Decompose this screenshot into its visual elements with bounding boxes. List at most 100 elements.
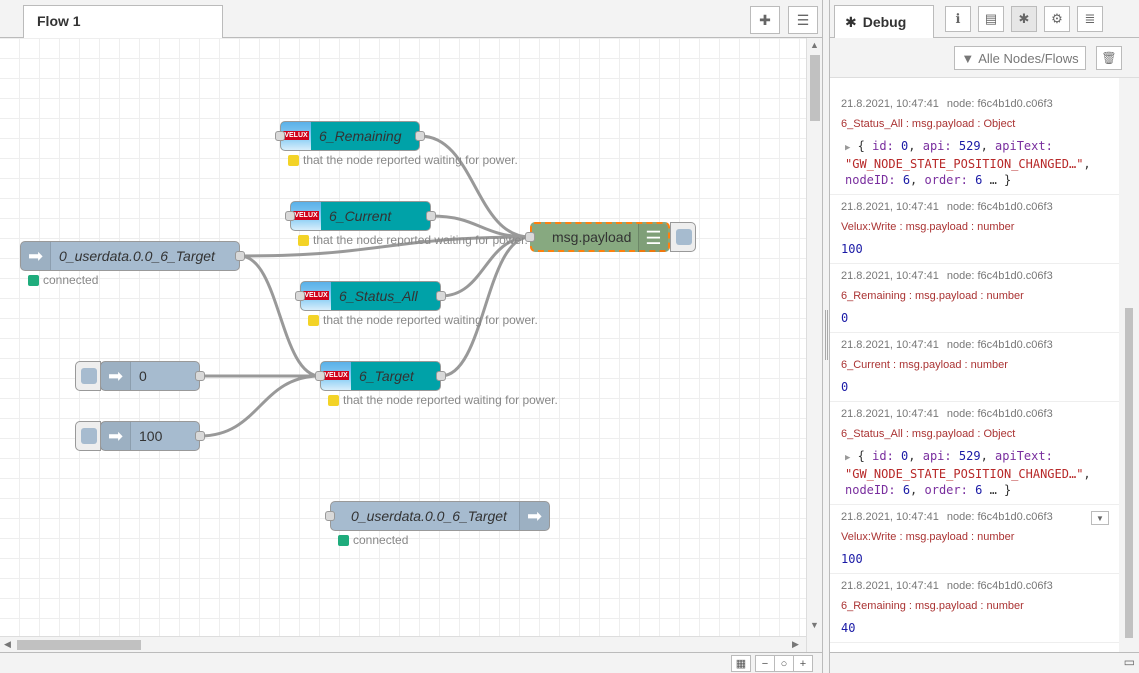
- message-node[interactable]: node: f6c4b1d0.c06f3: [946, 98, 1053, 110]
- message-node[interactable]: node: f6c4b1d0.c06f3: [946, 408, 1053, 420]
- message-node[interactable]: node: f6c4b1d0.c06f3: [946, 511, 1053, 523]
- message-node[interactable]: node: f6c4b1d0.c06f3: [946, 201, 1053, 213]
- zoom-out-button[interactable]: −: [755, 655, 775, 672]
- horizontal-scroll-thumb[interactable]: [17, 640, 141, 650]
- message-topic: 6_Status_All : msg.payload : Object: [841, 118, 1016, 130]
- message-topic: 6_Status_All : msg.payload : Object: [841, 428, 1016, 440]
- velux-tag: VELUX: [283, 131, 309, 140]
- zoom-reset-button[interactable]: ○: [774, 655, 794, 672]
- book-icon: ▤: [984, 11, 998, 26]
- plus-icon: ✚: [759, 11, 771, 28]
- add-flow-button[interactable]: ✚: [750, 6, 780, 34]
- input-port[interactable]: [285, 211, 295, 221]
- navigator-button[interactable]: ▦: [731, 655, 751, 672]
- input-port[interactable]: [275, 131, 285, 141]
- obj-brace: {: [857, 139, 865, 153]
- message-node[interactable]: node: f6c4b1d0.c06f3: [946, 339, 1053, 351]
- wire: [440, 235, 531, 378]
- input-port[interactable]: [295, 291, 305, 301]
- clear-messages-button[interactable]: 🗑: [1096, 46, 1122, 70]
- output-port[interactable]: [426, 211, 436, 221]
- sidebar-separator[interactable]: [822, 0, 830, 673]
- iobroker-out-node[interactable]: 0_userdata.0.0_6_Target ➡: [325, 501, 550, 531]
- inject-button-100[interactable]: [75, 421, 101, 451]
- message-time: 21.8.2021, 10:47:41: [841, 201, 939, 213]
- output-port[interactable]: [436, 371, 446, 381]
- scroll-left-icon[interactable]: ◀: [4, 639, 11, 649]
- velux-node-target[interactable]: VELUX 6_Target: [315, 361, 446, 391]
- sidebar-scroll-thumb[interactable]: [1125, 308, 1133, 638]
- message-node[interactable]: node: f6c4b1d0.c06f3: [946, 580, 1053, 592]
- obj-brace: }: [1004, 173, 1012, 187]
- monitor-icon[interactable]: ▭: [1123, 655, 1135, 669]
- message-time: 21.8.2021, 10:47:41: [841, 98, 939, 110]
- message-object[interactable]: ▶ { id: 0, api: 529, apiText: "GW_NODE_S…: [845, 449, 1091, 497]
- message-node[interactable]: node: f6c4b1d0.c06f3: [946, 270, 1053, 282]
- obj-value: 0: [901, 139, 909, 153]
- sidebar-scrollbar[interactable]: [1119, 78, 1139, 652]
- scroll-right-icon[interactable]: ▶: [792, 639, 799, 649]
- input-port[interactable]: [315, 371, 325, 381]
- info-tab-button[interactable]: ℹ: [945, 6, 971, 32]
- message-menu-button[interactable]: ▼: [1091, 511, 1109, 525]
- node-status-iobroker-out: connected: [338, 533, 408, 547]
- output-port[interactable]: [235, 251, 245, 261]
- wire: [239, 254, 321, 378]
- output-port[interactable]: [436, 291, 446, 301]
- message-value: 0: [841, 380, 849, 394]
- debug-tab-button[interactable]: ✱: [1011, 6, 1037, 32]
- message-time: 21.8.2021, 10:47:41: [841, 511, 939, 523]
- sidebar-tabs: ✱ Debug ℹ ▤ ✱ ⚙ ≣: [830, 0, 1139, 38]
- velux-node-status-all[interactable]: VELUX 6_Status_All: [295, 281, 446, 311]
- tab-debug[interactable]: ✱ Debug: [834, 5, 934, 38]
- vertical-scroll-thumb[interactable]: [810, 55, 820, 121]
- help-tab-button[interactable]: ▤: [978, 6, 1004, 32]
- scroll-up-icon[interactable]: ▲: [810, 40, 819, 50]
- flow-canvas[interactable]: VELUX 6_Remaining that the node reported…: [0, 38, 806, 636]
- input-port[interactable]: [325, 511, 335, 521]
- obj-key: id:: [872, 449, 894, 463]
- message-value: 0: [841, 311, 849, 325]
- list-icon: ☰: [796, 11, 810, 28]
- arrow-right-icon: ➡: [101, 422, 131, 450]
- flow-list-button[interactable]: ☰: [788, 6, 818, 34]
- iobroker-in-node[interactable]: ➡ 0_userdata.0.0_6_Target: [20, 241, 245, 271]
- plus-icon: +: [799, 657, 807, 670]
- horizontal-scrollbar[interactable]: ◀ ▶: [0, 636, 806, 652]
- output-port[interactable]: [195, 431, 205, 441]
- filter-button[interactable]: ▼ Alle Nodes/Flows: [954, 46, 1086, 70]
- tab-flow-1[interactable]: Flow 1: [23, 5, 223, 38]
- vertical-scrollbar[interactable]: ▲ ▼: [806, 38, 822, 652]
- scroll-down-icon[interactable]: ▼: [810, 620, 819, 630]
- output-port[interactable]: [415, 131, 425, 141]
- inject-node-100[interactable]: ➡ 100: [100, 421, 205, 451]
- sidebar: ✱ Debug ℹ ▤ ✱ ⚙ ≣ ▼ Alle Nodes/Flows 🗑 2…: [830, 0, 1139, 673]
- message-object[interactable]: ▶ { id: 0, api: 529, apiText: "GW_NODE_S…: [845, 139, 1091, 187]
- message-time: 21.8.2021, 10:47:41: [841, 580, 939, 592]
- inject-button-0[interactable]: [75, 361, 101, 391]
- velux-tag: VELUX: [303, 291, 329, 300]
- output-port[interactable]: [195, 371, 205, 381]
- arrow-right-icon: ➡: [21, 242, 51, 270]
- config-tab-button[interactable]: ⚙: [1044, 6, 1070, 32]
- context-tab-button[interactable]: ≣: [1077, 6, 1103, 32]
- input-port[interactable]: [525, 232, 535, 242]
- velux-node-current[interactable]: VELUX 6_Current: [285, 201, 436, 231]
- filter-label: Alle Nodes/Flows: [978, 50, 1079, 66]
- zoom-in-button[interactable]: +: [793, 655, 813, 672]
- node-status-status-all: that the node reported waiting for power…: [308, 313, 538, 327]
- caret-right-icon[interactable]: ▶: [845, 453, 851, 463]
- caret-right-icon[interactable]: ▶: [845, 143, 851, 153]
- debug-toggle-button[interactable]: [670, 222, 696, 252]
- inject-node-0[interactable]: ➡ 0: [100, 361, 205, 391]
- debug-node-msg-payload[interactable]: msg.payload ☰: [525, 222, 670, 252]
- velux-node-remaining[interactable]: VELUX 6_Remaining: [275, 121, 425, 151]
